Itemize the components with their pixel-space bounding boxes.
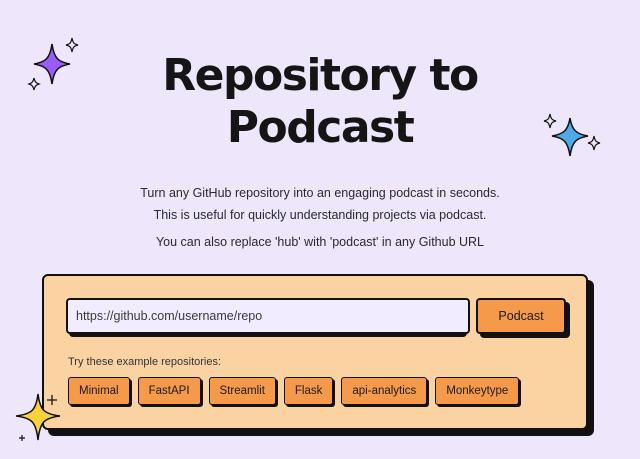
description-line-3: You can also replace 'hub' with 'podcast… [155,235,485,249]
page-title: Repository to Podcast [0,50,640,154]
sparkle-yellow-icon [15,393,61,441]
example-monkeytype[interactable]: Monkeytype [435,377,520,405]
repo-url-input[interactable]: https://github.com/username/repo [66,298,470,334]
example-repositories: Minimal FastAPI Streamlit Flask api-anal… [68,377,520,405]
title-line-2: Podcast [226,102,415,153]
example-streamlit[interactable]: Streamlit [208,377,276,405]
examples-label: Try these example repositories: [68,356,222,368]
podcast-button[interactable]: Podcast [476,298,566,334]
dot-icon [19,435,25,441]
description-line-2: This is useful for quickly understanding… [153,208,487,222]
sparkle-purple-icon [27,37,79,91]
example-minimal[interactable]: Minimal [68,377,130,405]
example-flask[interactable]: Flask [283,377,334,405]
description-line-1: Turn any GitHub repository into an engag… [140,186,500,200]
example-api-analytics[interactable]: api-analytics [341,377,428,405]
title-line-1: Repository to [162,50,479,101]
sparkle-blue-icon [543,113,601,157]
example-fastapi[interactable]: FastAPI [137,377,201,405]
plus-icon [47,395,57,405]
